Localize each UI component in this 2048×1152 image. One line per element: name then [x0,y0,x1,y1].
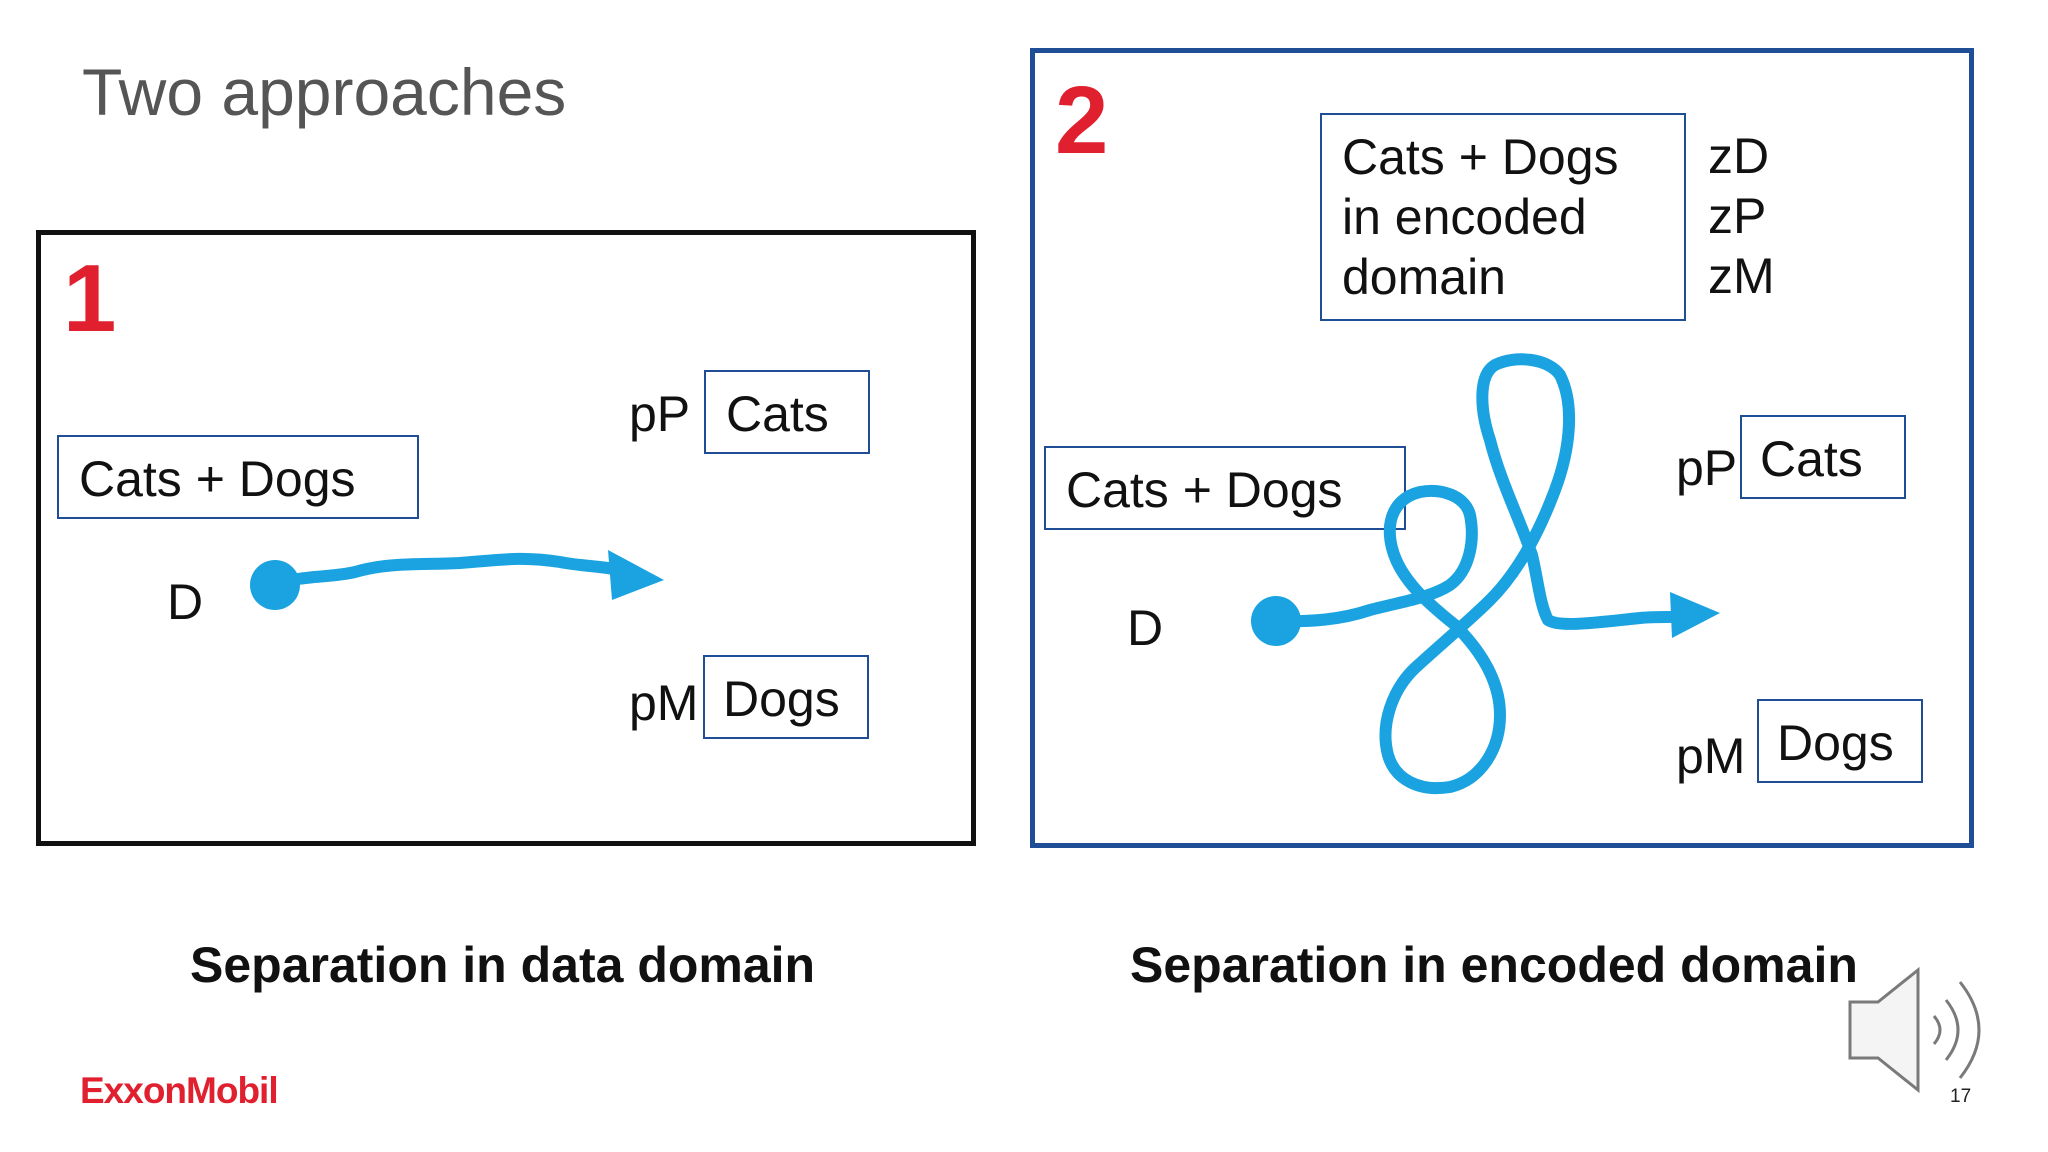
encoded-line-1: Cats + Dogs [1342,129,1619,185]
input-box-cats-dogs: Cats + Dogs [57,435,419,519]
output-box-dogs-2: Dogs [1757,699,1923,783]
input-box-cats-dogs-2: Cats + Dogs [1044,446,1406,530]
encoded-domain-box: Cats + Dogs in encoded domain [1320,113,1686,321]
panel-number-2: 2 [1055,67,1109,174]
output-box-dogs: Dogs [703,655,869,739]
panel-encoded-domain: 2 Cats + Dogs in encoded domain zD zP zM… [1030,48,1974,848]
page-number: 17 [1950,1086,1972,1107]
exxonmobil-logo: ExxonMobil [80,1070,279,1111]
encoded-line-2: in encoded [1342,189,1587,245]
encoded-line-3: domain [1342,249,1506,305]
latent-label-zm: zM [1708,248,1775,304]
latent-label-zd: zD [1708,128,1770,184]
panel-data-domain: 1 Cats + Dogs D pP Cats pM Dogs [36,230,976,846]
latent-label-zp: zP [1708,188,1767,244]
output-label-pp-2: pP [1676,440,1738,496]
panel-number-1: 1 [63,245,117,352]
caption-encoded-domain: Separation in encoded domain [1130,937,1858,993]
input-label-d: D [167,574,204,630]
output-box-cats: Cats [704,370,870,454]
output-label-pm-2: pM [1676,728,1746,784]
input-label-d-2: D [1127,600,1164,656]
output-box-cats-2: Cats [1740,415,1906,499]
speaker-icon[interactable] [1848,966,2008,1096]
caption-data-domain: Separation in data domain [190,937,816,993]
output-label-pm: pM [629,675,699,731]
output-label-pp: pP [629,386,691,442]
slide-title: Two approaches [82,55,567,129]
